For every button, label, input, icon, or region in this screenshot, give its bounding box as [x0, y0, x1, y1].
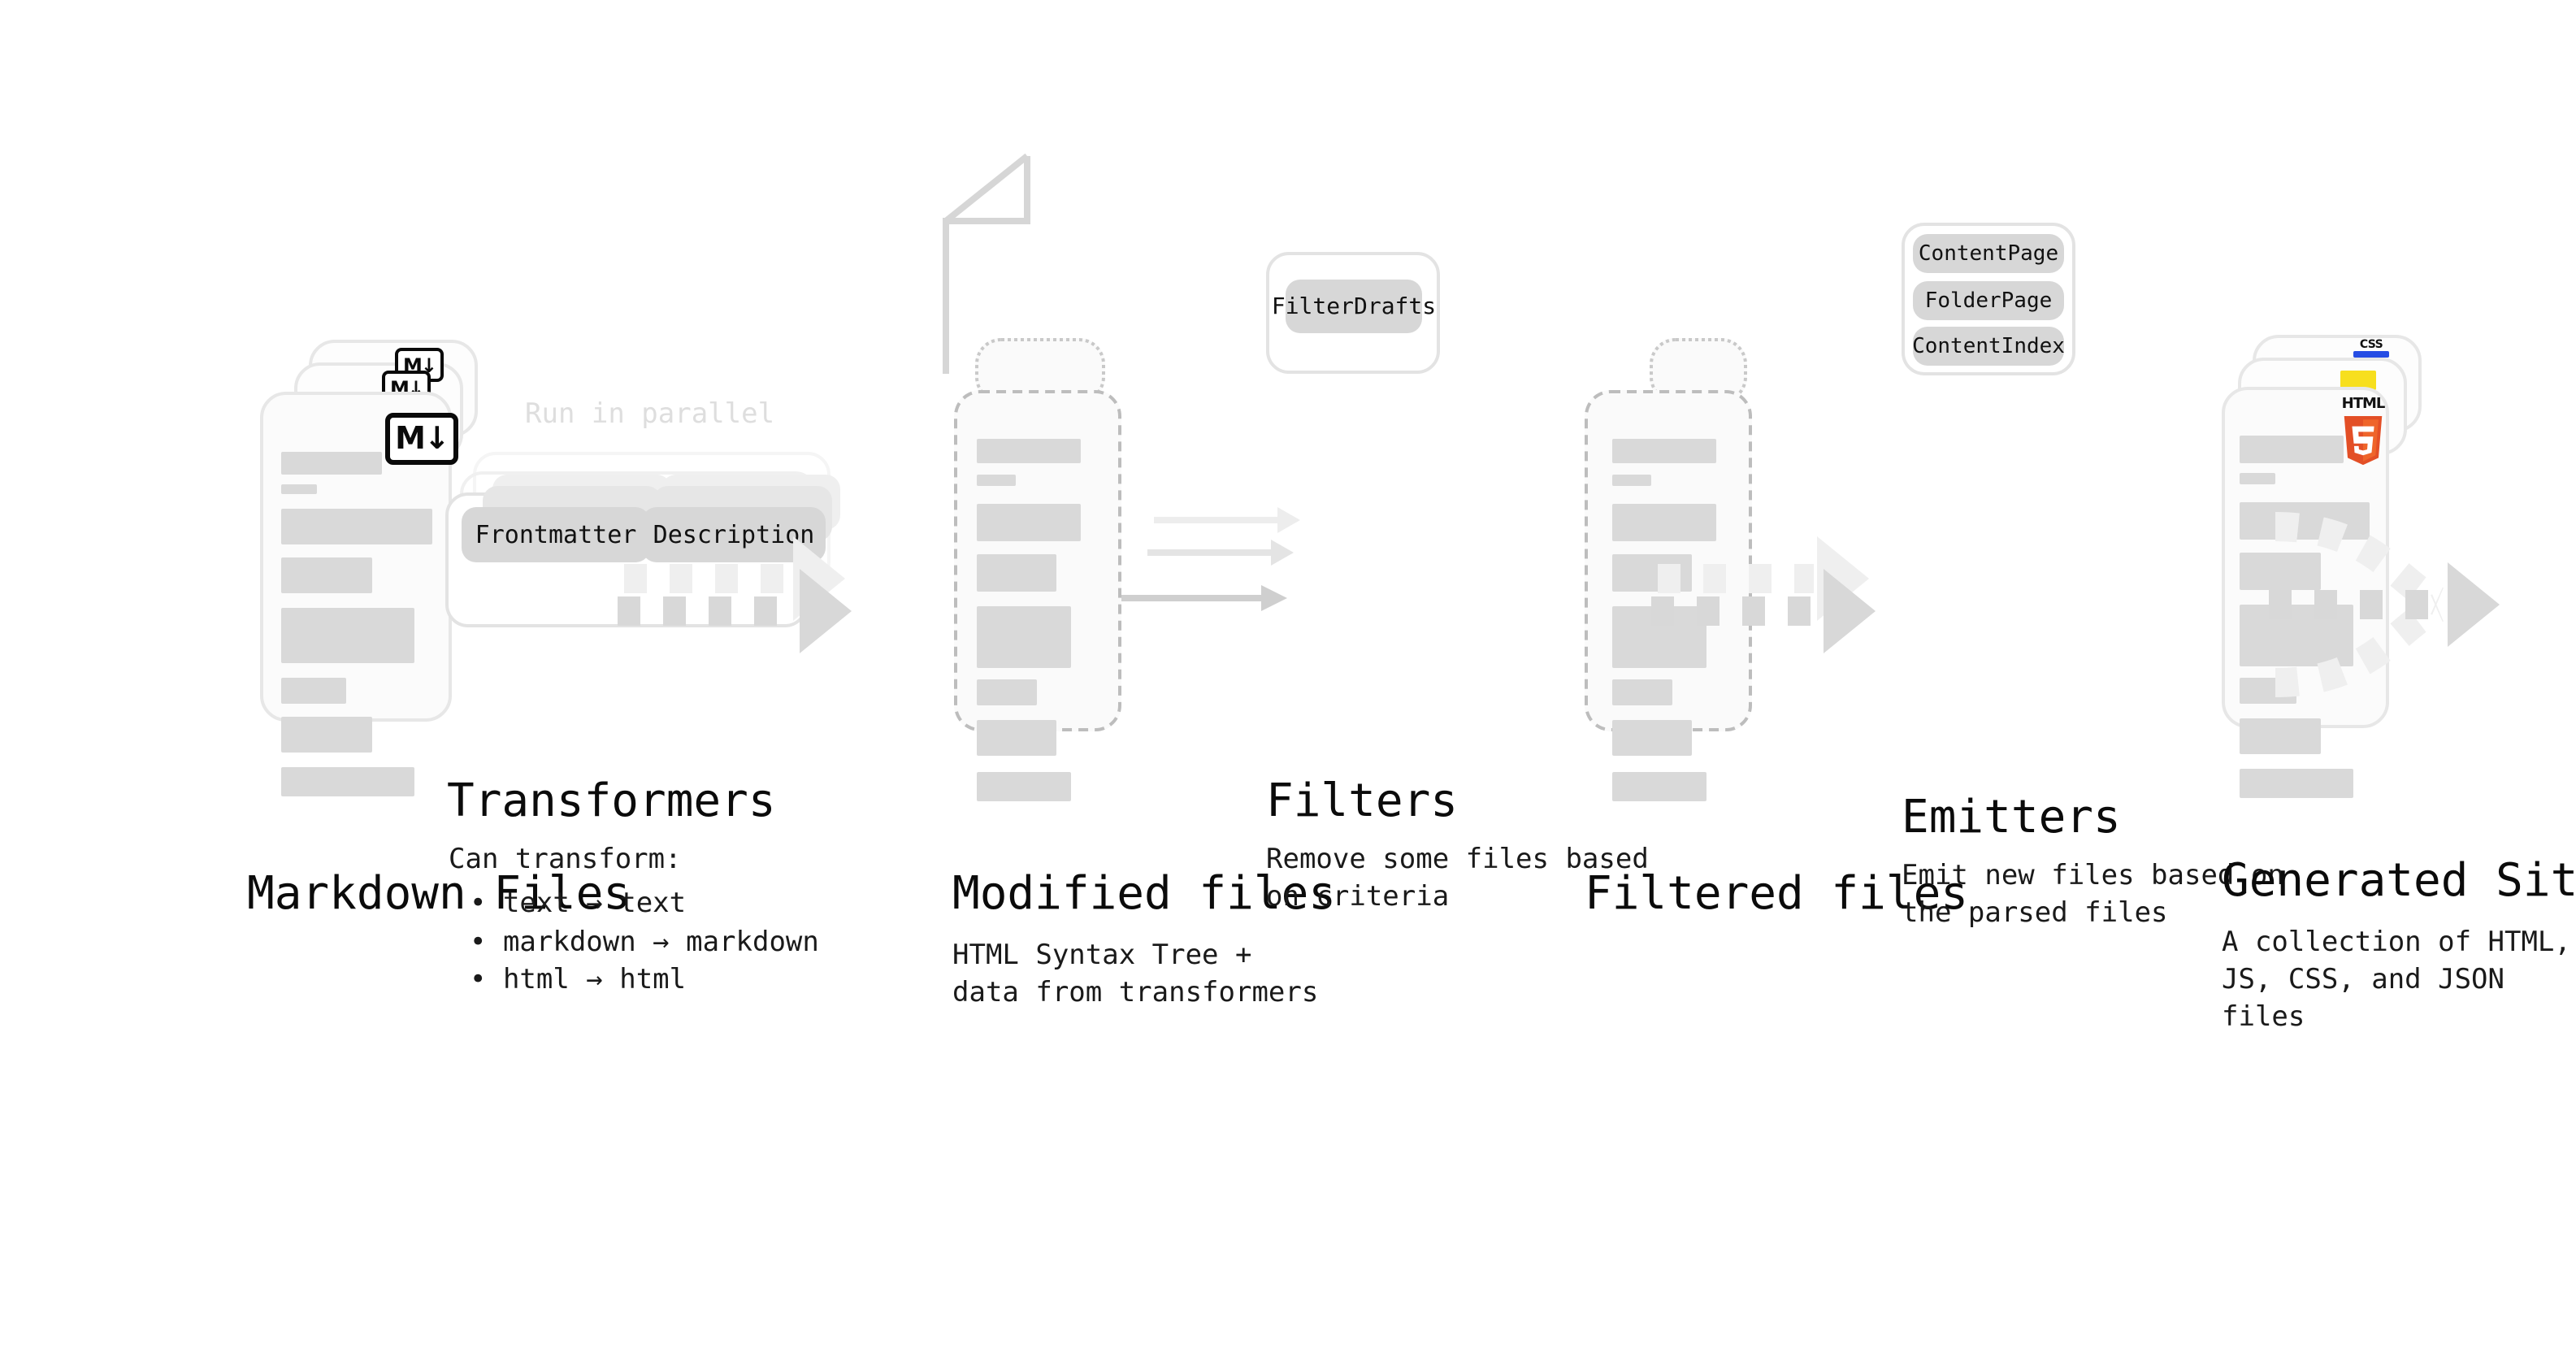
skeleton-bar [2240, 718, 2321, 754]
transformer-internal-arrows [1121, 507, 1300, 611]
skeleton-bar [1612, 606, 1706, 668]
transformers-bullet-2: • html → html [470, 964, 687, 996]
skeleton-bar [1612, 720, 1692, 756]
html5-badge-label: HTML [2341, 397, 2386, 413]
skeleton-bar [2240, 473, 2275, 484]
skeleton-bar [977, 772, 1071, 801]
skeleton-bar [281, 767, 414, 796]
transformers-bullet-1: • markdown → markdown [470, 926, 819, 959]
skeleton-bar [1612, 772, 1706, 801]
filter-pill-filterdrafts[interactable]: FilterDrafts [1272, 280, 1436, 333]
skeleton-bar [977, 554, 1056, 592]
emitter-pill-contentindex[interactable]: ContentIndex [1912, 327, 2065, 366]
skeleton-bar [977, 475, 1016, 486]
diagram-canvas: M↓ M↓ M↓ Markdown Files Frontmatter Fron… [0, 0, 2576, 681]
emitter-pill-folderpage[interactable]: FolderPage [1913, 281, 2064, 320]
skeleton-bar [2240, 678, 2296, 704]
skeleton-bar [977, 679, 1037, 705]
skeleton-bar [977, 439, 1081, 463]
generated-site-subtitle: A collection of HTML, JS, CSS, and JSON … [2222, 926, 2571, 1034]
stage-title-filters: Filters [1266, 774, 1459, 827]
stage-title-generated-site: Generated Site [2222, 853, 2576, 907]
skeleton-bar [2240, 436, 2344, 463]
skeleton-bar [1612, 439, 1716, 463]
css-badge [2353, 338, 2389, 358]
stage-title-transformers: Transformers [447, 774, 776, 827]
skeleton-bar [977, 504, 1081, 541]
skeleton-bar [2240, 605, 2353, 666]
stage-title-emitters: Emitters [1902, 790, 2121, 844]
transformer-pill-frontmatter[interactable]: Frontmatter [462, 507, 650, 562]
skeleton-bar [2240, 769, 2353, 798]
modified-files-subtitle: HTML Syntax Tree + data from transformer… [952, 939, 1319, 1009]
skeleton-bar [281, 484, 317, 494]
transformer-pill-description[interactable]: Description [642, 507, 826, 562]
run-in-parallel-label: Run in parallel [525, 398, 775, 431]
transformers-bullet-0: • text → text [470, 887, 687, 920]
skeleton-bar [1612, 475, 1651, 486]
skeleton-bar [977, 720, 1056, 756]
skeleton-bar [1612, 679, 1672, 705]
html5-shield-icon [2344, 416, 2383, 466]
skeleton-bar [1612, 504, 1716, 541]
skeleton-bar [281, 452, 382, 475]
skeleton-bar [977, 606, 1071, 668]
transformers-subtitle: Can transform: [449, 844, 682, 876]
html5-badge: HTML [2339, 397, 2387, 466]
skeleton-bar [2240, 502, 2370, 540]
skeleton-bar [2240, 553, 2321, 590]
emitter-pill-contentpage[interactable]: ContentPage [1913, 234, 2064, 273]
skeleton-bar [281, 678, 346, 704]
skeleton-bar [281, 509, 432, 544]
skeleton-bar [281, 557, 372, 593]
skeleton-bar [281, 717, 372, 753]
markdown-badge: M↓ [385, 413, 458, 465]
skeleton-bar [281, 608, 414, 663]
skeleton-bar [1612, 554, 1692, 592]
